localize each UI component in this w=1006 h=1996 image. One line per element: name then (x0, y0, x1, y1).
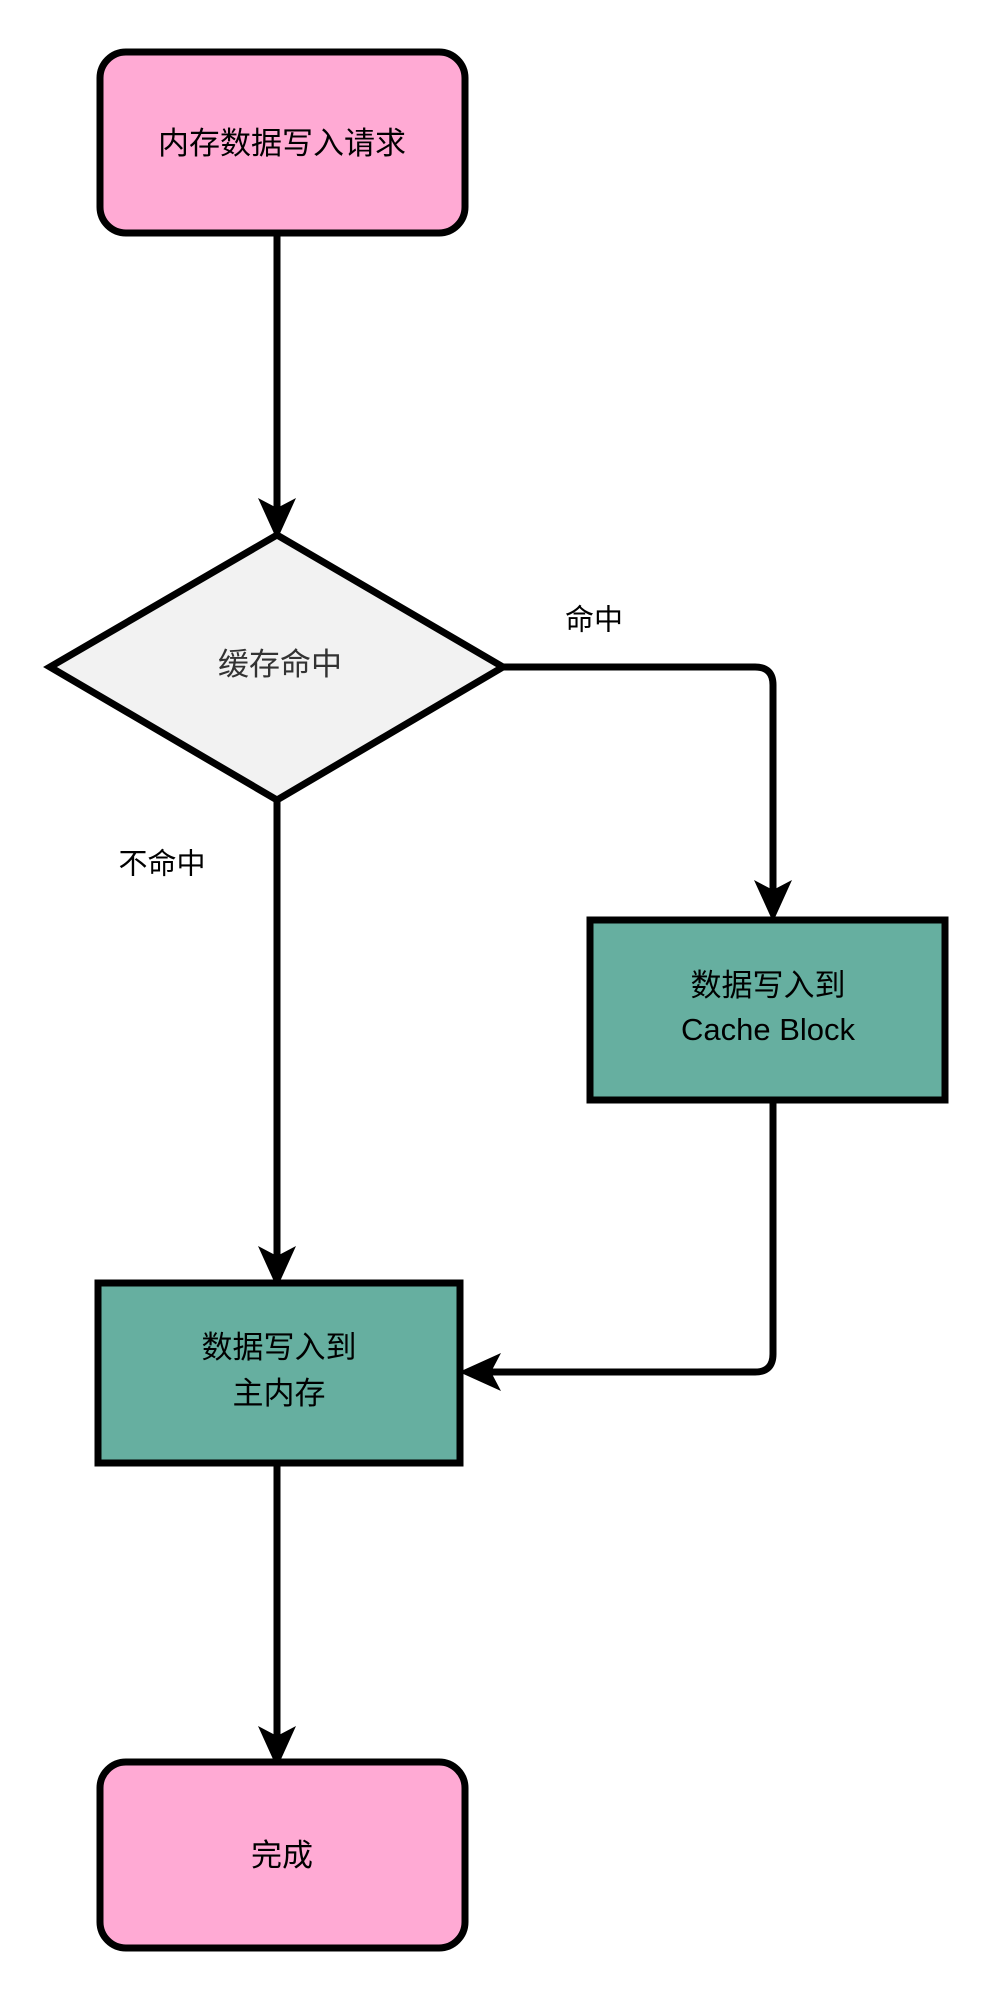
edge-label-miss: 不命中 (118, 848, 205, 881)
node-write-memory-label-line2: 主内存 (233, 1376, 326, 1411)
node-write-cache-label-line2: Cache Block (681, 1012, 856, 1047)
node-done[interactable]: 完成 (96, 1758, 469, 1952)
edge-cache-to-memory-line (478, 1100, 777, 1376)
node-decision-shape[interactable] (43, 530, 510, 805)
node-write-cache-label-line1: 数据写入到 (691, 968, 846, 1003)
node-start[interactable]: 内存数据写入请求 (96, 48, 469, 237)
node-write-cache[interactable]: 数据写入到 Cache Block (586, 916, 949, 1104)
edge-decision-miss-arrowhead (258, 1246, 296, 1288)
node-write-memory[interactable]: 数据写入到 主内存 (94, 1279, 464, 1467)
node-write-memory-label-line1: 数据写入到 (202, 1330, 357, 1365)
edge-start-to-decision-arrowhead (258, 498, 296, 540)
edge-start-to-decision (258, 233, 296, 540)
edge-cache-to-memory-arrowhead (459, 1353, 501, 1391)
node-done-label: 完成 (251, 1838, 313, 1873)
node-write-cache-shape[interactable] (586, 916, 949, 1104)
edge-memory-to-done (258, 1462, 296, 1768)
edge-decision-hit (503, 663, 792, 922)
edge-decision-hit-line (503, 663, 777, 905)
edge-memory-to-done-arrowhead (258, 1726, 296, 1768)
edge-decision-miss (258, 800, 296, 1288)
node-decision-label: 缓存命中 (218, 647, 342, 682)
node-decision[interactable]: 缓存命中 (43, 530, 510, 805)
node-start-label: 内存数据写入请求 (158, 126, 406, 161)
node-done-shape[interactable] (96, 1758, 469, 1952)
node-start-shape[interactable] (96, 48, 469, 237)
node-write-memory-shape[interactable] (94, 1279, 464, 1467)
edge-decision-hit-arrowhead (754, 880, 792, 922)
edge-cache-to-memory (459, 1100, 777, 1391)
edge-label-hit: 命中 (565, 604, 623, 637)
